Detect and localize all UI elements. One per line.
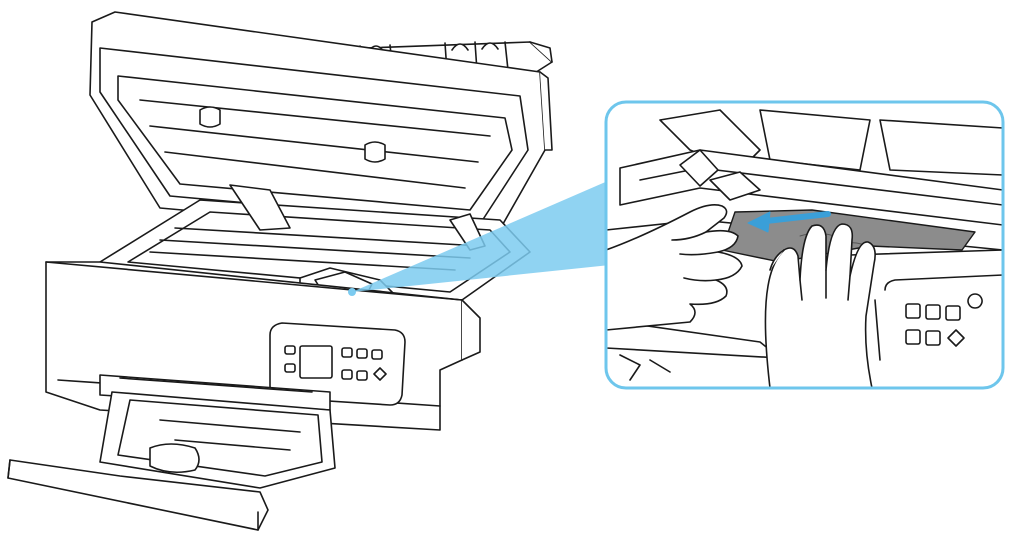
detail-callout [604, 100, 1005, 390]
printer-front-body [45, 261, 481, 431]
scanner-lid [89, 11, 553, 239]
detail-control-panel [849, 249, 1003, 388]
hand-icon [606, 204, 743, 331]
callout-beam [352, 180, 610, 292]
callout-origin-marker [348, 288, 356, 296]
callout-border [604, 100, 1005, 390]
paper-output-tray [7, 391, 336, 531]
hand-icon [764, 223, 876, 388]
control-panel-icon [269, 322, 406, 406]
arrow-left-icon [747, 211, 831, 233]
